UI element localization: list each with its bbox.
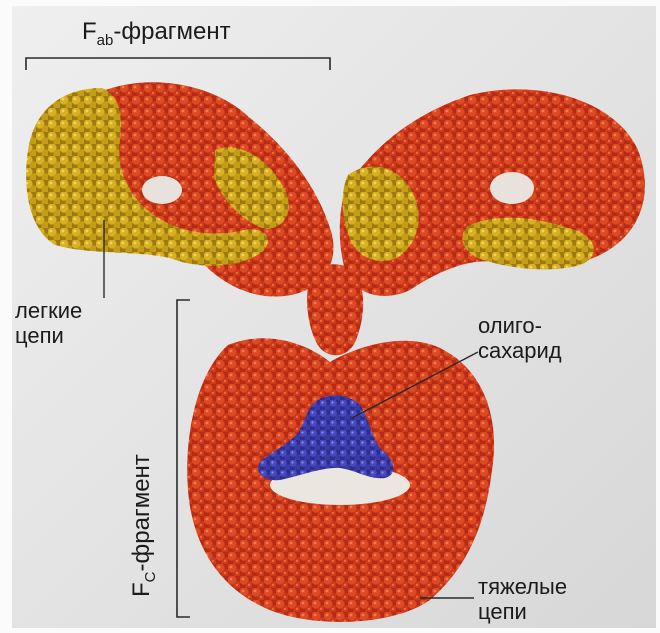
hinge-region [307, 264, 363, 355]
fc-fragment-label: FC-фрагмент [128, 454, 159, 597]
fab-bracket [26, 58, 330, 70]
fab-fragment-label: Fab-фрагмент [82, 18, 231, 49]
heavy-chains-label: тяжелыецепи [478, 574, 567, 625]
left-fab-cavity [142, 176, 182, 204]
right-fab-cavity [490, 172, 534, 204]
light-chains-label: легкиецепи [15, 298, 82, 349]
oligosaccharide-label: олиго-сахарид [478, 313, 562, 364]
